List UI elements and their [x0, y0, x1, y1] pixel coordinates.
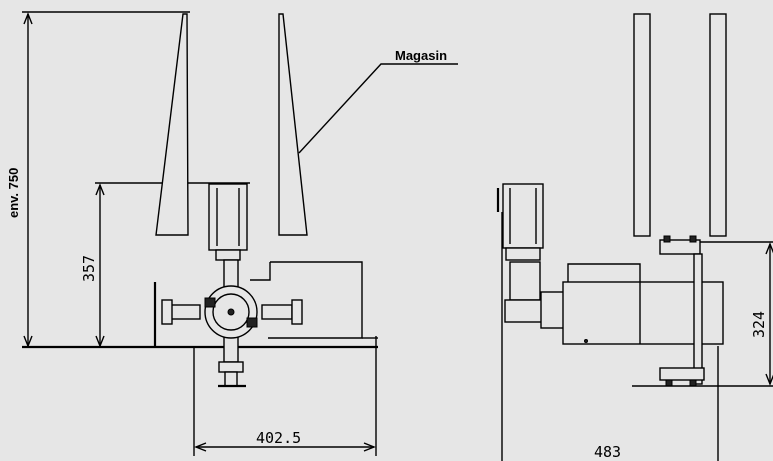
front-upper-gripper	[208, 183, 248, 261]
overall-height-label: env. 750	[6, 168, 21, 218]
side-height-label: 324	[750, 311, 768, 338]
side-magazine-rail-right	[709, 13, 727, 237]
rotary-cross-gripper	[161, 259, 303, 388]
side-width-label: 483	[594, 443, 621, 461]
side-magazine-rail-left	[633, 13, 651, 237]
magazine-rail-left	[155, 13, 189, 236]
magazine-rail-right	[278, 13, 308, 236]
front-view: env. 750 357 Magasin	[6, 11, 458, 456]
front-width-dimension	[193, 347, 377, 456]
side-view: 324 483	[496, 13, 773, 461]
magazine-callout-label: Magasin	[395, 48, 447, 63]
overall-height-dimension	[22, 11, 190, 348]
base-height-label: 357	[80, 255, 98, 282]
front-base-housing	[153, 261, 378, 347]
magazine-callout-leader	[298, 63, 458, 154]
side-width-dimension	[501, 212, 719, 461]
side-motor-unit	[496, 183, 566, 329]
side-top-carrier	[659, 235, 773, 255]
side-vertical-pillar	[632, 253, 773, 387]
front-width-label: 402.5	[256, 429, 301, 447]
